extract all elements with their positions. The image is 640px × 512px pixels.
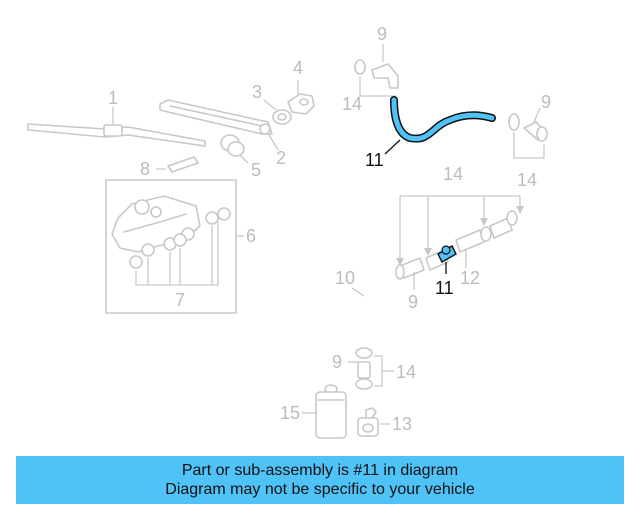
- banner-line-2: Diagram may not be specific to your vehi…: [165, 481, 475, 498]
- part-wiper-blade: 1: [27, 88, 206, 147]
- part-washer-pump: 15: [280, 384, 347, 439]
- callout-11-joint: 11: [435, 278, 454, 298]
- part-right-connector: 9 14: [508, 92, 551, 190]
- part-grommet: 13: [357, 407, 412, 437]
- callout-6: 6: [246, 226, 256, 246]
- callout-14-low: 14: [396, 362, 416, 382]
- callout-12: 12: [460, 268, 480, 288]
- callout-3: 3: [252, 82, 262, 102]
- part-bolt: 8: [140, 156, 199, 179]
- highlighted-hose-part-11[interactable]: 11: [365, 96, 496, 170]
- part-pivot-nut: 5: [220, 134, 261, 180]
- callout-14-mid: 14: [443, 164, 463, 184]
- part-middle-fittings: 14 9 12: [395, 164, 524, 312]
- callout-7: 7: [175, 290, 185, 310]
- part-cap: 3: [252, 82, 292, 125]
- part-wiper-motor-box: 6 7: [105, 179, 256, 314]
- callout-10: 10: [335, 268, 355, 288]
- part-info-banner: Part or sub-assembly is #11 in diagram D…: [16, 456, 624, 504]
- part-long-hose: 10: [335, 268, 395, 353]
- callout-9-low: 9: [332, 352, 342, 372]
- callout-2: 2: [276, 148, 286, 168]
- callout-11-hose: 11: [365, 150, 384, 170]
- highlighted-joint-part-11[interactable]: 11: [435, 245, 457, 298]
- callout-9-top: 9: [377, 24, 387, 44]
- callout-5: 5: [251, 160, 261, 180]
- callout-14-left: 14: [342, 94, 362, 114]
- part-lower-connectors: 9 14: [332, 347, 416, 390]
- callout-9-mid: 9: [408, 292, 418, 312]
- callout-13: 13: [392, 414, 412, 434]
- callout-9-right: 9: [541, 92, 551, 112]
- callout-8: 8: [140, 159, 150, 179]
- banner-line-1: Part or sub-assembly is #11 in diagram: [181, 462, 459, 479]
- callout-15: 15: [280, 403, 300, 423]
- part-wiper-arm: 2: [159, 99, 286, 168]
- part-nozzle-cover: 4: [287, 58, 315, 115]
- callout-4: 4: [293, 58, 303, 78]
- callout-1: 1: [108, 88, 118, 108]
- callout-14-right: 14: [517, 170, 537, 190]
- part-top-connector: 9 14: [342, 24, 399, 114]
